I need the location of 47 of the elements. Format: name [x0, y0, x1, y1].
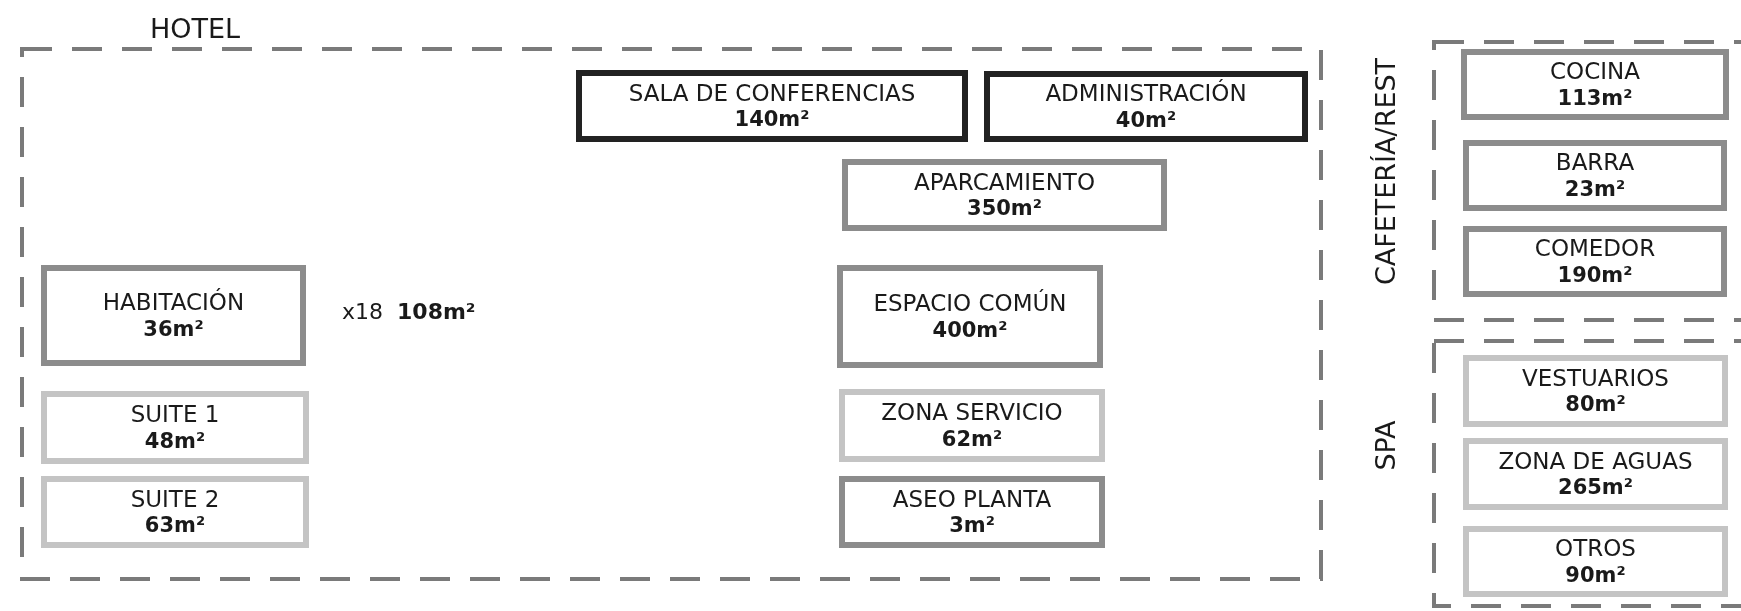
room-box: [839, 389, 1105, 462]
total-area: 108m²: [397, 299, 476, 324]
room-box: [576, 70, 968, 142]
room-box: [1463, 526, 1728, 597]
room-box: [41, 391, 309, 464]
room-name: ZONA DE AGUAS: [1498, 447, 1693, 476]
room-name: VESTUARIOS: [1522, 364, 1669, 393]
room-name: ADMINISTRACIÓN: [1045, 80, 1247, 108]
room-name: SUITE 2: [130, 485, 220, 514]
room-name: COCINA: [1550, 58, 1640, 86]
room-name: HABITACIÓN: [102, 289, 245, 317]
room-box: [839, 476, 1105, 548]
room-box: [984, 71, 1308, 142]
room-box: [1463, 140, 1727, 211]
multiplier-label: x18: [342, 299, 383, 324]
room-box: [1461, 49, 1729, 120]
room-box: [837, 265, 1103, 368]
room-area: 3m²: [949, 513, 995, 539]
room-name: ASEO PLANTA: [892, 485, 1052, 514]
room-area: 265m²: [1558, 475, 1633, 501]
room-area: 62m²: [941, 426, 1003, 452]
room-box: [1463, 438, 1728, 510]
room-box: [41, 476, 309, 548]
room-area: 80m²: [1565, 392, 1626, 418]
room-name: ZONA SERVICIO: [881, 399, 1063, 427]
room-name: BARRA: [1555, 149, 1635, 177]
room-area: 23m²: [1564, 176, 1626, 202]
room-area: 113m²: [1557, 85, 1633, 111]
room-name: COMEDOR: [1534, 235, 1656, 263]
room-name: OTROS: [1555, 535, 1636, 563]
room-area: 90m²: [1565, 562, 1626, 588]
room-box: [1463, 355, 1728, 427]
room-name: APARCAMIENTO: [914, 168, 1095, 197]
room-area: 40m²: [1115, 107, 1177, 133]
room-area: 63m²: [144, 513, 206, 539]
room-name: SUITE 1: [130, 401, 220, 429]
room-name: SALA DE CONFERENCIAS: [628, 79, 916, 108]
room-box: [842, 159, 1167, 231]
room-box: [41, 265, 306, 366]
room-area: 190m²: [1557, 262, 1633, 288]
room-name: ESPACIO COMÚN: [873, 290, 1067, 318]
room-area: 36m²: [143, 316, 204, 342]
room-area: 48m²: [144, 428, 206, 454]
room-area: 140m²: [734, 107, 810, 133]
room-box: [1463, 226, 1727, 297]
room-area: 400m²: [932, 317, 1008, 343]
room-area: 350m²: [967, 196, 1042, 222]
